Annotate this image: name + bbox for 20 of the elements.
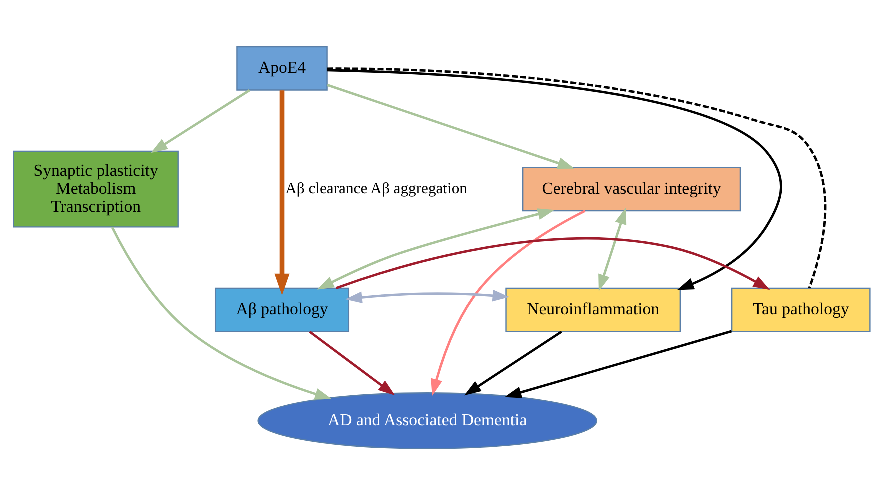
arrow (504, 330, 732, 398)
node-box: Cerebral vascular integrity (522, 167, 741, 212)
arrow (344, 290, 510, 304)
arrow (316, 208, 554, 290)
arrow (464, 330, 562, 396)
arrow (430, 210, 586, 396)
arrow (150, 89, 250, 154)
node-box: Synaptic plasticity Metabolism Transcription (12, 150, 178, 228)
arrow (598, 208, 626, 292)
arrow (308, 330, 395, 396)
arrow (335, 238, 770, 290)
arrow (326, 84, 574, 170)
arrow (274, 90, 290, 296)
edge-label: Aβ clearance Aβ aggregation (285, 180, 467, 198)
node-box: ApoE4 (236, 46, 328, 91)
node-box: Tau pathology (730, 288, 870, 332)
node-ellipse: AD and Associated Dementia (257, 392, 597, 450)
node-box: Aβ pathology (214, 288, 350, 332)
arrow (110, 226, 332, 400)
node-box: Neuroinflammation (505, 288, 681, 332)
